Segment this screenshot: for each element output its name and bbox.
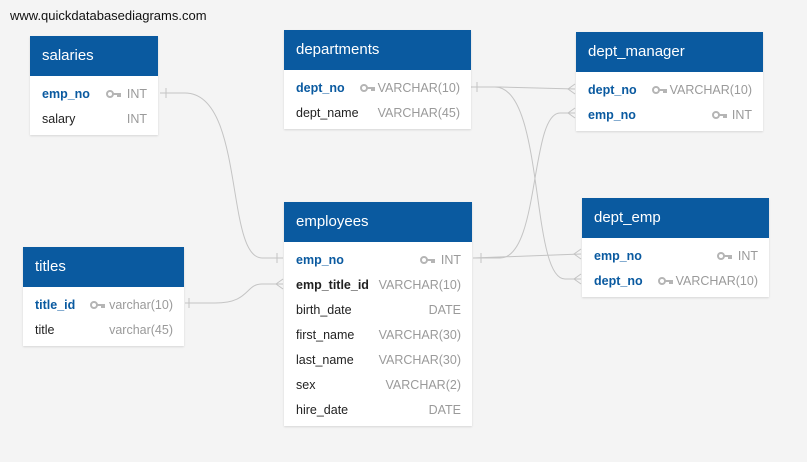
field-type: INT [737, 249, 758, 263]
field-type: VARCHAR(10) [377, 81, 460, 95]
field-row: dept_no VARCHAR(10) [576, 77, 763, 102]
field-type: VARCHAR(10) [378, 278, 461, 292]
field-type: INT [126, 112, 147, 126]
table-departments[interactable]: departments dept_no VARCHAR(10) dept_nam… [284, 30, 471, 129]
field-name: dept_no [588, 83, 637, 97]
field-type: VARCHAR(10) [675, 274, 758, 288]
field-row: first_name VARCHAR(30) [284, 322, 472, 347]
field-type: VARCHAR(30) [378, 328, 461, 342]
field-name: title_id [35, 298, 76, 312]
table-header: salaries [30, 36, 158, 76]
table-dept-manager[interactable]: dept_manager dept_no VARCHAR(10) emp_no … [576, 32, 763, 131]
key-icon [712, 111, 727, 119]
field-type: varchar(45) [109, 323, 173, 337]
key-icon [420, 256, 435, 264]
field-row: dept_name VARCHAR(45) [284, 100, 471, 125]
key-icon [360, 84, 375, 92]
table-header: departments [284, 30, 471, 70]
field-type: INT [440, 253, 461, 267]
field-row: birth_date DATE [284, 297, 472, 322]
table-employees[interactable]: employees emp_no INT emp_title_id VARCHA… [284, 202, 472, 426]
link-employees-deptmanager [473, 112, 575, 259]
field-name: emp_title_id [296, 278, 369, 292]
field-name: title [35, 323, 55, 337]
field-row: emp_no INT [582, 243, 769, 268]
field-name: dept_no [296, 81, 345, 95]
table-header: titles [23, 247, 184, 287]
table-salaries[interactable]: salaries emp_no INT salary INT [30, 36, 158, 135]
field-name: last_name [296, 353, 354, 367]
key-icon [658, 277, 673, 285]
field-name: dept_name [296, 106, 359, 120]
key-icon [90, 301, 105, 309]
field-row: sex VARCHAR(2) [284, 372, 472, 397]
field-type: INT [126, 87, 147, 101]
field-row: dept_no VARCHAR(10) [284, 75, 471, 100]
table-header: dept_manager [576, 32, 763, 72]
field-row: emp_title_id VARCHAR(10) [284, 272, 472, 297]
field-type: INT [731, 108, 752, 122]
field-name: sex [296, 378, 316, 392]
field-row: emp_no INT [284, 247, 472, 272]
field-name: birth_date [296, 303, 352, 317]
field-name: hire_date [296, 403, 349, 417]
field-name: dept_no [594, 274, 643, 288]
link-employees-deptemp [472, 253, 582, 259]
field-row: emp_no INT [30, 81, 158, 106]
field-type: VARCHAR(2) [385, 378, 461, 392]
field-name: salary [42, 112, 76, 126]
field-type: DATE [428, 403, 461, 417]
field-row: title varchar(45) [23, 317, 184, 342]
field-row: title_id varchar(10) [23, 292, 184, 317]
field-name: emp_no [42, 87, 90, 101]
field-type: varchar(10) [109, 298, 173, 312]
field-row: salary INT [30, 106, 158, 131]
link-titles-employees [185, 283, 283, 304]
link-departments-deptemp [471, 86, 581, 280]
field-row: emp_no INT [576, 102, 763, 127]
table-dept-emp[interactable]: dept_emp emp_no INT dept_no VARCHAR(10) [582, 198, 769, 297]
table-header: employees [284, 202, 472, 242]
key-icon [652, 86, 667, 94]
field-row: dept_no VARCHAR(10) [582, 268, 769, 293]
field-name: emp_no [588, 108, 636, 122]
field-type: DATE [428, 303, 461, 317]
field-name: emp_no [594, 249, 642, 263]
key-icon [717, 252, 732, 260]
field-row: hire_date DATE [284, 397, 472, 422]
table-header: dept_emp [582, 198, 769, 238]
field-type: VARCHAR(30) [378, 353, 461, 367]
field-type: VARCHAR(45) [377, 106, 460, 120]
field-name: first_name [296, 328, 355, 342]
key-icon [106, 90, 121, 98]
field-row: last_name VARCHAR(30) [284, 347, 472, 372]
field-name: emp_no [296, 253, 344, 267]
watermark: www.quickdatabasediagrams.com [10, 8, 207, 23]
table-titles[interactable]: titles title_id varchar(10) title varcha… [23, 247, 184, 346]
field-type: VARCHAR(10) [669, 83, 752, 97]
link-salaries-employees [160, 92, 283, 259]
